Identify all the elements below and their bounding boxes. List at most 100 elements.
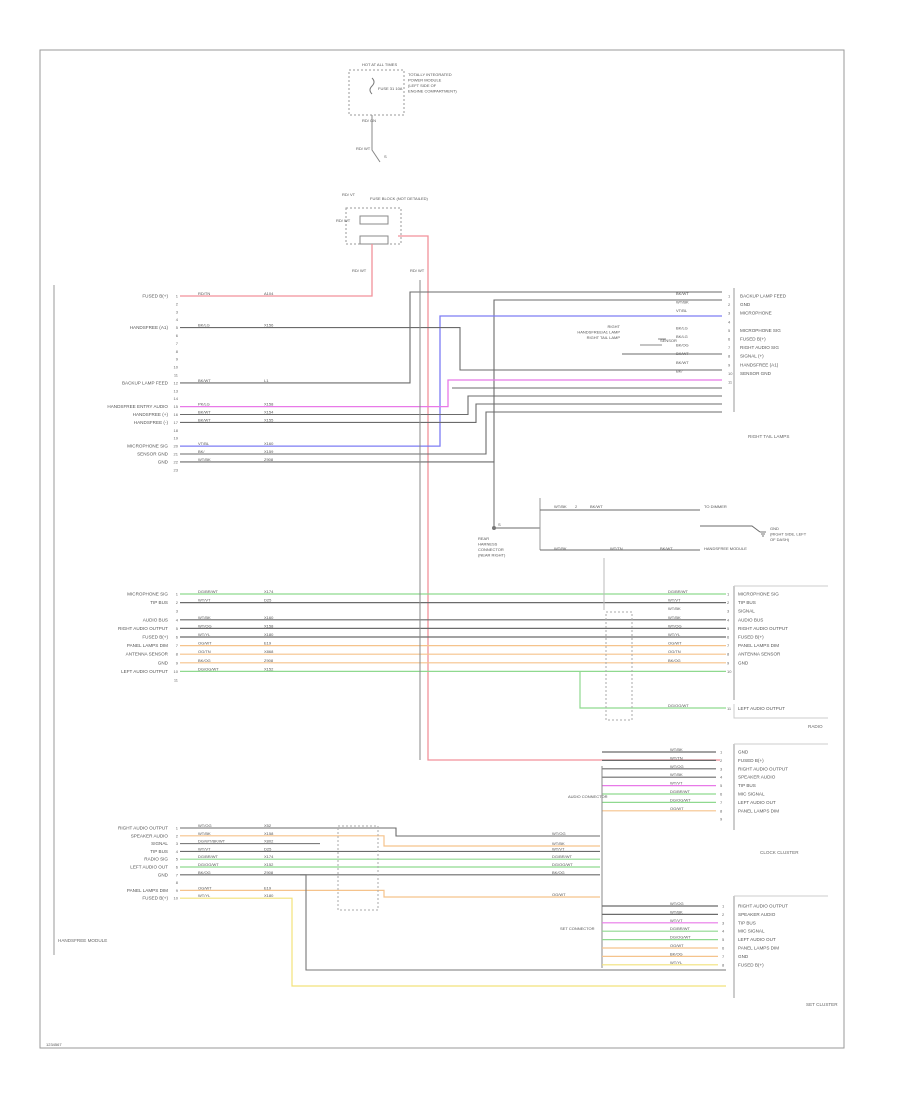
wire-right-audio-out	[180, 827, 600, 837]
circuit-code: X174	[264, 589, 274, 594]
wire-color-tag: WT/BK	[552, 841, 565, 846]
pin-label: FUSED B(+)	[738, 758, 764, 763]
pin-label: SPEAKER AUDIO	[738, 775, 776, 780]
pin-number: 10	[174, 365, 179, 370]
wire-color-tag: BK/OG	[198, 658, 211, 663]
wire-bundle-upper	[180, 235, 722, 761]
pin-label: MIC SIGNAL	[738, 929, 765, 934]
wire-color-tag: DG/BR/WT	[552, 854, 573, 859]
wire-color-tag: OG/WT	[670, 943, 684, 948]
circuit-code: X158	[264, 831, 274, 836]
wire-color-tag: WT/BK	[198, 615, 211, 620]
clock-caption: CLOCK CLUSTER	[760, 850, 799, 855]
splice-note: CONNECTOR	[478, 547, 504, 552]
pin-number: 2	[720, 758, 723, 763]
pin-number: 5	[728, 328, 731, 333]
wire-color-tag: WT/TN	[610, 546, 623, 551]
pin-number: 15	[174, 404, 179, 409]
pin-number: 5	[722, 937, 725, 942]
pin-number: 4	[176, 617, 179, 622]
wire-gnd-set	[300, 874, 726, 971]
pin-label: MICROPHONE SIG	[127, 444, 168, 449]
wire-color-tag: BK/WT	[198, 378, 211, 383]
circuit-code: X158	[264, 402, 274, 407]
pin-number: 4	[720, 775, 723, 780]
pin-label: GND	[738, 660, 749, 665]
wire-color-tag: OG/TN	[198, 649, 211, 654]
pin-number: 17	[174, 420, 179, 425]
pin-number: 9	[176, 660, 179, 665]
wire-color-tag: DG/OG/WT	[668, 703, 689, 708]
circuit-code: X160	[264, 441, 274, 446]
pin-label: TIP BUS	[738, 920, 756, 925]
pin-label: HANDSFREE (A1)	[130, 325, 169, 330]
wire-color-tag: DG/OG/WT	[552, 862, 573, 867]
wire-color-tag: WT/TN	[670, 755, 683, 760]
wire-color-tag: WT/BK	[554, 504, 567, 509]
wire-color-tag: BK/LG	[676, 334, 688, 339]
pin-label: RIGHT AUDIO OUTPUT	[118, 626, 168, 631]
wire-color-tag: WT/BK	[670, 909, 683, 914]
wire-color-tag: BK/LG	[676, 325, 688, 330]
pin-label: ANTENNA SENSOR	[126, 652, 169, 657]
pin-number: 6	[176, 635, 179, 640]
pin-label: RIGHT AUDIO SIG	[740, 345, 779, 350]
pin-number: 11	[727, 706, 732, 711]
wire-color-tag: WT/BK	[670, 747, 683, 752]
pin-label: BACKUP LAMP FEED	[122, 380, 169, 385]
pin-label: FUSED B(+)	[738, 962, 764, 967]
wire-color-tag: WT/BK	[668, 606, 681, 611]
wire-tag: RD/ GN	[362, 118, 376, 123]
module-label: HANDSFREE MODULE	[58, 938, 107, 943]
pin-label: TIP BUS	[150, 600, 168, 605]
pin-label: AUDIO BUS	[738, 617, 763, 622]
pin-number: 9	[728, 362, 731, 367]
wire-color-tag: WT/BK	[670, 772, 683, 777]
pin-number: 3	[728, 311, 731, 316]
fuse-icon	[369, 77, 375, 95]
wire-color-tag: VT/BL	[198, 441, 210, 446]
pin-label: ANTENNA SENSOR	[738, 652, 781, 657]
wire-color-tag: BK/OG	[670, 951, 683, 956]
wire-color-tag: DG/BR/WT	[670, 789, 691, 794]
wire-color-tag: WT/BK	[198, 831, 211, 836]
pin-label: PANEL LAMPS DIM	[738, 643, 779, 648]
ground-note: GND	[770, 526, 779, 531]
pin-label: HANDSFREE (A1)	[740, 362, 779, 367]
pin-number: 1	[728, 294, 731, 299]
pin-number: 1	[176, 294, 179, 299]
pin-number: 7	[722, 954, 725, 959]
splice-dot	[492, 526, 496, 530]
circuit-code: X174	[264, 854, 274, 859]
component-label: AUDIO CONNECTOR	[568, 794, 608, 799]
pin-number: 9	[727, 660, 730, 665]
lamp-note: RIGHT TAIL LAMP	[587, 335, 621, 340]
pin-number: 7	[720, 800, 723, 805]
pin-label: HANDSFREE (+)	[133, 412, 169, 417]
pin-number: 5	[176, 325, 179, 330]
pin-label: FUSED B(+)	[142, 896, 168, 901]
pin-number: 13	[174, 388, 179, 393]
component-label: SET CONNECTOR	[560, 926, 595, 931]
wire-color-tag: DG/OG/WT	[670, 797, 691, 802]
pin-label: SENSOR GND	[137, 452, 169, 457]
pin-number: 6	[722, 946, 725, 951]
pin-number: 1	[722, 904, 725, 909]
wire-color-tag: WT/VT	[552, 846, 565, 851]
connector-label: TO DIMMER	[704, 504, 727, 509]
pin-number: 5	[727, 626, 730, 631]
pin-number: 2	[575, 504, 578, 509]
wire-color-tag: WT/OG	[198, 623, 212, 628]
pin-number: 10	[174, 896, 179, 901]
junction-box	[337, 825, 379, 911]
wire-color-tag: BK/OG	[198, 870, 211, 875]
wire-color-tag: WT/BK	[676, 300, 689, 305]
wire-sensor-gnd	[180, 411, 722, 455]
splice-note: (NEAR RIGHT)	[478, 553, 506, 558]
pin-label: SIGNAL	[151, 841, 168, 846]
circuit-code: X160	[264, 615, 274, 620]
pin-number: 1	[727, 592, 730, 597]
pin-number: 9	[720, 817, 723, 822]
wire-tag: RD/ WT	[410, 268, 425, 273]
